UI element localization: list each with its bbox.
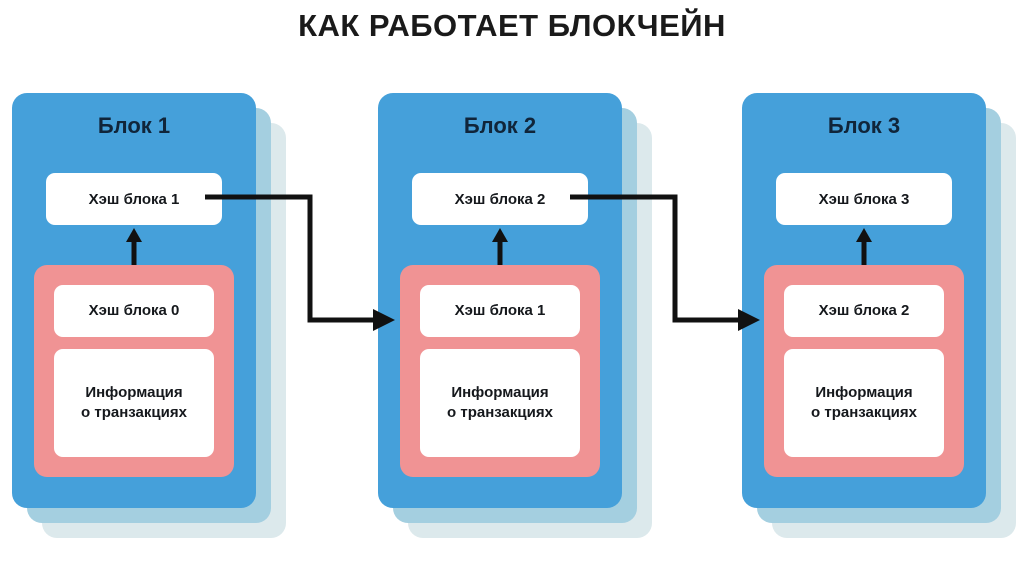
- current-hash-box: Хэш блока 3: [776, 173, 952, 225]
- block-title: Блок 3: [827, 113, 901, 138]
- block-data-panel: Хэш блока 1 Информация о транзакциях: [400, 265, 600, 477]
- transaction-info-box: Информация о транзакциях: [784, 349, 944, 457]
- transaction-info-label: Информация о транзакциях: [811, 383, 917, 424]
- block-data-panel: Хэш блока 2 Информация о транзакциях: [764, 265, 964, 477]
- block-card-2: Блок 2 Хэш блока 2 Хэш блока 1 Информаци…: [378, 93, 652, 538]
- page-title: КАК РАБОТАЕТ БЛОКЧЕЙН: [298, 8, 726, 43]
- up-arrow-icon: [492, 228, 508, 268]
- current-hash-label: Хэш блока 3: [818, 190, 910, 208]
- block-card-3: Блок 3 Хэш блока 3 Хэш блока 2 Информаци…: [742, 93, 1016, 538]
- block-body: Блок 3 Хэш блока 3 Хэш блока 2 Информаци…: [742, 93, 986, 508]
- block-title: Блок 1: [97, 113, 171, 138]
- transaction-info-line-2: о транзакциях: [811, 404, 917, 421]
- current-hash-box: Хэш блока 1: [46, 173, 222, 225]
- transaction-info-line-2: о транзакциях: [81, 404, 187, 421]
- transaction-info-line-1: Информация: [85, 383, 183, 401]
- transaction-info-label: Информация о транзакциях: [81, 383, 187, 424]
- transaction-info-line-1: Информация: [815, 383, 913, 401]
- block-data-panel: Хэш блока 0 Информация о транзакциях: [34, 265, 234, 477]
- previous-hash-label: Хэш блока 0: [88, 301, 180, 319]
- block-card-1: Блок 1 Хэш блока 1 Хэш блока 0 Информаци…: [12, 93, 286, 538]
- transaction-info-box: Информация о транзакциях: [54, 349, 214, 457]
- current-hash-box: Хэш блока 2: [412, 173, 588, 225]
- transaction-info-line-1: Информация: [451, 383, 549, 401]
- block-title: Блок 2: [463, 113, 537, 138]
- transaction-info-label: Информация о транзакциях: [447, 383, 553, 424]
- transaction-info-line-2: о транзакциях: [447, 404, 553, 421]
- up-arrow-icon: [126, 228, 142, 268]
- transaction-info-box: Информация о транзакциях: [420, 349, 580, 457]
- previous-hash-box: Хэш блока 0: [54, 285, 214, 337]
- current-hash-label: Хэш блока 2: [454, 190, 546, 208]
- previous-hash-box: Хэш блока 1: [420, 285, 580, 337]
- up-arrow-icon: [856, 228, 872, 268]
- block-body: Блок 2 Хэш блока 2 Хэш блока 1 Информаци…: [378, 93, 622, 508]
- block-body: Блок 1 Хэш блока 1 Хэш блока 0 Информаци…: [12, 93, 256, 508]
- previous-hash-box: Хэш блока 2: [784, 285, 944, 337]
- previous-hash-label: Хэш блока 2: [818, 301, 910, 319]
- previous-hash-label: Хэш блока 1: [454, 301, 546, 319]
- current-hash-label: Хэш блока 1: [88, 190, 180, 208]
